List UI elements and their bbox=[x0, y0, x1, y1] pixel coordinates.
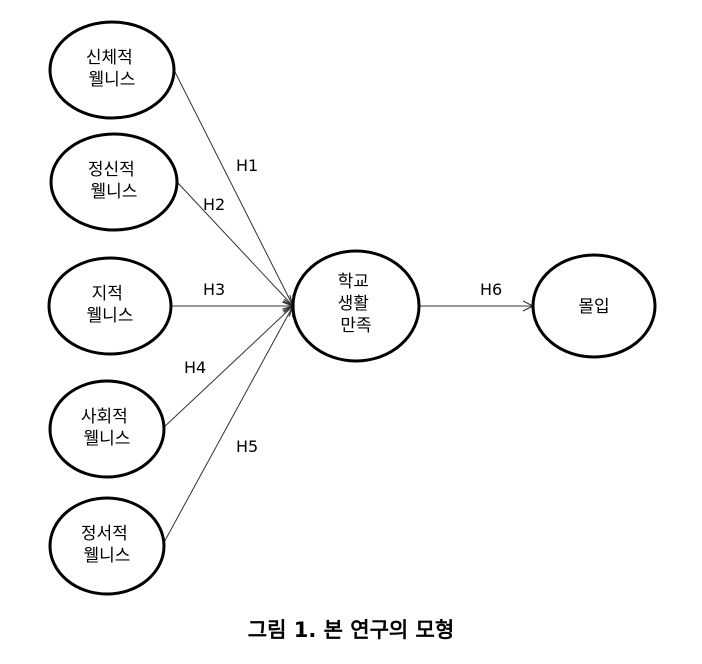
node-satisfaction-line-1: 학교 bbox=[338, 272, 369, 292]
node-intellectual-wellness: 지적 웰니스 bbox=[47, 256, 173, 356]
node-emotional-line-1: 정서적 bbox=[81, 524, 128, 544]
node-social-wellness: 사회적 웰니스 bbox=[48, 379, 166, 479]
node-mental-label: 정신적 웰니스 bbox=[88, 160, 140, 202]
edge-label-h6: H6 bbox=[480, 280, 502, 299]
node-physical-label: 신체적 웰니스 bbox=[86, 48, 138, 90]
node-mental-ellipse bbox=[49, 132, 179, 232]
node-mental-wellness: 정신적 웰니스 bbox=[49, 132, 179, 232]
node-flow-line-1: 몰입 bbox=[578, 297, 609, 317]
node-emotional-ellipse bbox=[48, 496, 166, 596]
node-physical-line-1: 신체적 bbox=[86, 48, 133, 68]
node-flow: 몰입 bbox=[531, 253, 657, 359]
node-social-line-1: 사회적 bbox=[81, 407, 128, 427]
node-social-label: 사회적 웰니스 bbox=[81, 407, 133, 449]
node-physical-wellness: 신체적 웰니스 bbox=[48, 20, 176, 120]
edge-h1-line bbox=[173, 69, 293, 306]
node-satisfaction-label: 학교 생활 만족 bbox=[338, 272, 375, 336]
node-satisfaction-line-2: 생활 bbox=[338, 294, 369, 314]
edges-layer bbox=[161, 69, 533, 547]
edge-labels-layer: H1 H2 H3 H4 H5 H6 bbox=[184, 156, 502, 456]
node-intellectual-label: 지적 웰니스 bbox=[87, 284, 134, 326]
edge-label-h3: H3 bbox=[203, 280, 225, 299]
node-mental-line-1: 정신적 bbox=[88, 160, 135, 180]
node-intellectual-line-1: 지적 bbox=[92, 284, 123, 304]
figure-caption: 그림 1. 본 연구의 모형 bbox=[248, 618, 454, 642]
node-physical-line-2: 웰니스 bbox=[89, 70, 136, 90]
edge-label-h4: H4 bbox=[184, 358, 206, 377]
node-social-line-2: 웰니스 bbox=[84, 429, 131, 449]
node-social-ellipse bbox=[48, 379, 166, 479]
node-emotional-line-2: 웰니스 bbox=[84, 546, 131, 566]
node-flow-ellipse bbox=[531, 253, 657, 359]
edge-h2-line bbox=[176, 181, 293, 306]
node-intellectual-line-2: 웰니스 bbox=[87, 306, 134, 326]
edge-label-h5: H5 bbox=[236, 437, 258, 456]
edge-h5-line bbox=[161, 306, 293, 547]
node-flow-label: 몰입 bbox=[578, 297, 609, 317]
node-emotional-label: 정서적 웰니스 bbox=[81, 524, 133, 566]
node-intellectual-ellipse bbox=[47, 256, 173, 356]
nodes-layer: 신체적 웰니스 정신적 웰니스 지적 웰니스 사회적 웰니스 bbox=[47, 20, 657, 596]
edge-h4-line bbox=[161, 306, 293, 430]
node-emotional-wellness: 정서적 웰니스 bbox=[48, 496, 166, 596]
edge-label-h1: H1 bbox=[236, 156, 258, 175]
node-satisfaction-ellipse bbox=[291, 249, 421, 363]
edge-label-h2: H2 bbox=[203, 195, 225, 214]
node-satisfaction-line-3: 만족 bbox=[340, 316, 371, 336]
node-mental-line-2: 웰니스 bbox=[91, 182, 138, 202]
node-physical-ellipse bbox=[48, 20, 176, 120]
node-school-life-satisfaction: 학교 생활 만족 bbox=[291, 249, 421, 363]
